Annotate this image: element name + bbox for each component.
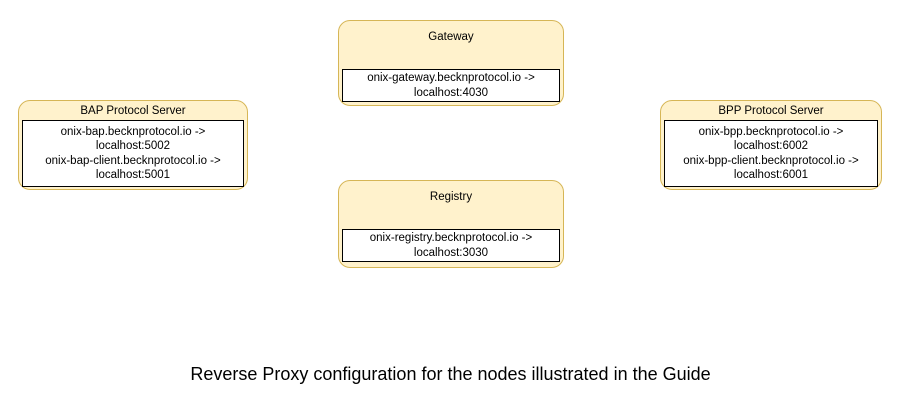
- node-gateway-title: Gateway: [428, 31, 474, 43]
- mapping-line: localhost:5002: [95, 140, 171, 152]
- diagram-caption: Reverse Proxy configuration for the node…: [190, 364, 711, 384]
- node-bap-protocol-server-title: BAP Protocol Server: [80, 105, 186, 117]
- mapping-line: onix-bpp-client.becknprotocol.io ->: [683, 154, 859, 167]
- node-bap-mappings-panel: onix-bap.becknprotocol.io -> localhost:5…: [22, 120, 244, 187]
- node-gateway-mappings-panel: onix-gateway.becknprotocol.io -> localho…: [342, 69, 560, 102]
- mapping-line: onix-gateway.becknprotocol.io ->: [367, 72, 535, 84]
- mapping-line: onix-registry.becknprotocol.io ->: [369, 232, 533, 244]
- node-gateway[interactable]: Gateway onix-gateway.becknprotocol.io ->…: [338, 20, 564, 106]
- node-registry[interactable]: Registry onix-registry.becknprotocol.io …: [338, 180, 564, 268]
- mapping-line: localhost:6001: [733, 169, 809, 181]
- node-bpp-mappings-panel: onix-bpp.becknprotocol.io -> localhost:6…: [664, 120, 878, 187]
- node-bpp-protocol-server[interactable]: BPP Protocol Server onix-bpp.becknprotoc…: [660, 100, 882, 190]
- mapping-line: onix-bap.becknprotocol.io ->: [60, 125, 206, 138]
- node-registry-mappings-panel: onix-registry.becknprotocol.io -> localh…: [342, 229, 560, 262]
- node-registry-title: Registry: [429, 191, 473, 203]
- mapping-line: localhost:6002: [733, 140, 809, 152]
- mapping-line: localhost:5001: [95, 169, 171, 181]
- mapping-line: localhost:4030: [413, 86, 489, 99]
- node-bap-protocol-server[interactable]: BAP Protocol Server onix-bap.becknprotoc…: [18, 100, 248, 190]
- node-bpp-protocol-server-title: BPP Protocol Server: [718, 105, 824, 117]
- mapping-line: onix-bap-client.becknprotocol.io ->: [45, 154, 221, 167]
- mapping-line: localhost:3030: [413, 246, 489, 259]
- mapping-line: onix-bpp.becknprotocol.io ->: [698, 125, 844, 138]
